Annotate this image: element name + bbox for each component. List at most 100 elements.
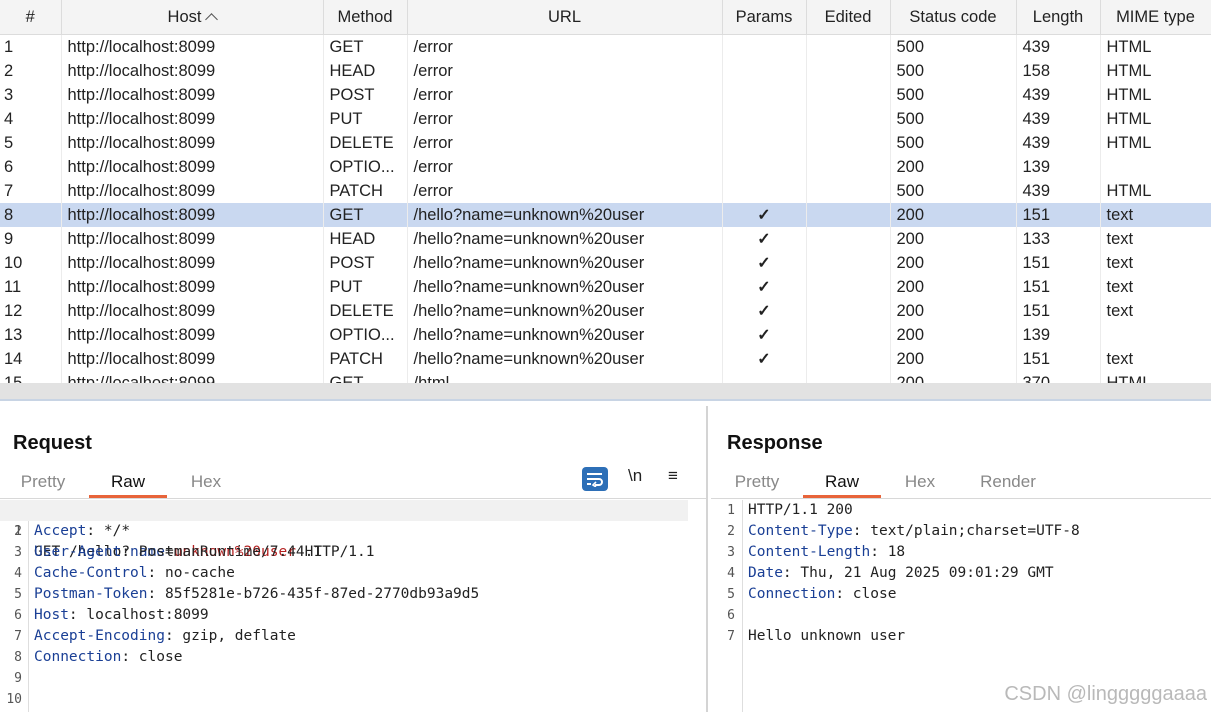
cell-host: http://localhost:8099	[61, 299, 324, 323]
cell-url: /hello?name=unknown%20user	[407, 251, 723, 275]
watermark: CSDN @lingggggaaaa	[1004, 683, 1207, 705]
header-name: Accept-Encoding	[34, 628, 165, 644]
cell-num: 4	[0, 107, 62, 131]
cell-length: 439	[1016, 83, 1101, 107]
cell-edited	[806, 227, 891, 251]
request-tab-hex[interactable]: Hex	[190, 472, 222, 491]
response-tabs: Pretty Raw Hex Render	[711, 468, 1211, 499]
column-header-url[interactable]: URL	[407, 0, 723, 35]
column-header-mime-type[interactable]: MIME type	[1100, 0, 1211, 35]
cell-url: /error	[407, 179, 723, 203]
cell-host: http://localhost:8099	[61, 203, 324, 227]
column-header-length[interactable]: Length	[1016, 0, 1101, 35]
wrap-lines-button[interactable]	[582, 467, 608, 491]
column-header-host[interactable]: Host	[61, 0, 324, 35]
cell-num: 11	[0, 275, 62, 299]
cell-params	[722, 155, 807, 179]
header-name: Connection	[34, 649, 122, 665]
vertical-splitter[interactable]	[706, 406, 708, 712]
response-tab-render[interactable]: Render	[980, 472, 1036, 491]
cell-mime: HTML	[1100, 131, 1211, 155]
request-editor[interactable]: 1 GET /hello?name=unknown%20user HTTP/1.…	[0, 500, 706, 712]
request-line-1: 1 GET /hello?name=unknown%20user HTTP/1.…	[0, 500, 688, 560]
header-name: Host	[34, 607, 69, 623]
pane-splitter[interactable]	[0, 399, 1211, 407]
column-header-num[interactable]: #	[0, 0, 62, 35]
cell-edited	[806, 251, 891, 275]
header-value: no-cache	[164, 565, 235, 581]
cell-edited	[806, 323, 891, 347]
header-value: close	[138, 649, 183, 665]
cell-method: OPTIO...	[323, 323, 408, 347]
cell-params	[722, 179, 807, 203]
cell-host: http://localhost:8099	[61, 155, 324, 179]
horizontal-scrollbar[interactable]	[0, 383, 1211, 399]
response-tab-pretty[interactable]: Pretty	[734, 472, 780, 491]
cell-edited	[806, 34, 891, 59]
cell-mime: HTML	[1100, 59, 1211, 83]
cell-status: 500	[890, 34, 1017, 59]
show-newlines-button[interactable]: \n	[628, 466, 643, 485]
line-gutter	[0, 500, 29, 712]
cell-status: 200	[890, 227, 1017, 251]
request-empty-line: 9	[14, 671, 22, 686]
column-header-method[interactable]: Method	[323, 0, 408, 35]
cell-length: 151	[1016, 251, 1101, 275]
cell-length: 439	[1016, 34, 1101, 59]
cell-host: http://localhost:8099	[61, 347, 324, 371]
column-header-status-code[interactable]: Status code	[890, 0, 1017, 35]
cell-method: GET	[323, 34, 408, 59]
status-line: HTTP/1.1 200	[748, 502, 853, 518]
cell-url: /error	[407, 155, 723, 179]
cell-params: ✓	[722, 203, 807, 227]
response-tab-hex[interactable]: Hex	[904, 472, 936, 491]
cell-host: http://localhost:8099	[61, 107, 324, 131]
line-gutter	[711, 500, 743, 712]
cell-method: DELETE	[323, 299, 408, 323]
menu-icon[interactable]: ≡	[668, 466, 678, 485]
response-tab-raw[interactable]: Raw	[803, 472, 881, 498]
column-header-params[interactable]: Params	[722, 0, 807, 35]
cell-status: 200	[890, 203, 1017, 227]
cell-status: 500	[890, 83, 1017, 107]
cell-edited	[806, 83, 891, 107]
cell-edited	[806, 299, 891, 323]
cell-host: http://localhost:8099	[61, 227, 324, 251]
cell-status: 500	[890, 59, 1017, 83]
cell-method: HEAD	[323, 59, 408, 83]
cell-url: /error	[407, 59, 723, 83]
cell-url: /error	[407, 83, 723, 107]
cell-length: 151	[1016, 347, 1101, 371]
column-header-edited[interactable]: Edited	[806, 0, 891, 35]
request-tab-raw[interactable]: Raw	[89, 472, 167, 498]
header-value: PostmanRuntime/7.44.1	[138, 544, 323, 560]
cell-method: POST	[323, 83, 408, 107]
cell-method: DELETE	[323, 131, 408, 155]
cell-length: 158	[1016, 59, 1101, 83]
header-name: Postman-Token	[34, 586, 148, 602]
cell-method: GET	[323, 203, 408, 227]
cell-status: 200	[890, 323, 1017, 347]
request-tab-pretty[interactable]: Pretty	[20, 472, 66, 491]
header-name: Connection	[748, 586, 836, 602]
